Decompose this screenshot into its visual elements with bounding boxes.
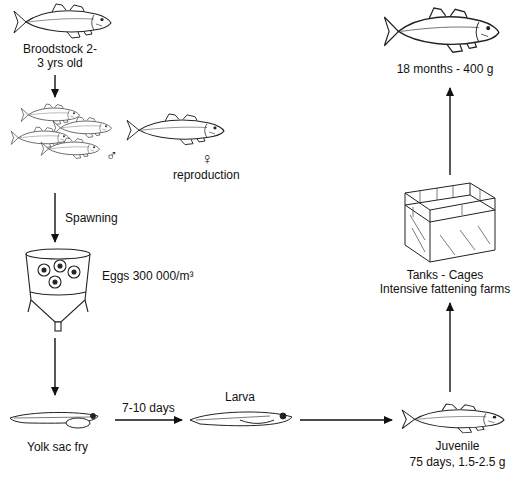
stage-node: ♂ ♀reproduction xyxy=(5,100,245,190)
stage-node: Broodstock 2-3 yrs old xyxy=(5,2,115,72)
stage-label: Intensive fattening farms xyxy=(370,282,520,296)
stage-label: Broodstock 2-3 yrs old xyxy=(20,42,100,70)
stage-node: 18 months - 400 g xyxy=(375,5,517,85)
yolk-sac-fry xyxy=(10,412,98,428)
stage-label: Eggs 300 000/m³ xyxy=(102,269,193,283)
stage-label: 75 days, 1.5-2.5 g xyxy=(395,455,520,469)
flow-arrow xyxy=(449,303,450,392)
stage-node: Tanks - CagesIntensive fattening farms xyxy=(370,178,522,300)
flow-arrow xyxy=(54,75,55,97)
female-fish xyxy=(127,114,224,145)
male-fish xyxy=(41,138,99,158)
arrow-label: 7-10 days xyxy=(120,401,177,415)
broodstock-fish xyxy=(14,4,111,38)
adult-fish xyxy=(384,8,498,52)
flow-arrow xyxy=(115,419,182,420)
stage-label: reproduction xyxy=(173,168,240,182)
flow-arrow xyxy=(449,88,450,175)
sex-symbol: ♀ xyxy=(201,151,213,167)
stage-label: Yolk sac fry xyxy=(5,440,110,454)
stage-label: Larva xyxy=(185,390,295,404)
stage-label: 18 months - 400 g xyxy=(375,62,515,76)
larva xyxy=(190,412,292,426)
fattening-cage xyxy=(405,183,495,262)
male-fish xyxy=(21,104,79,124)
stage-node: Juvenile 75 days, 1.5-2.5 g xyxy=(395,395,522,475)
juvenile-fish xyxy=(402,404,504,433)
stage-node: Yolk sac fry xyxy=(5,398,112,462)
flow-arrow xyxy=(54,338,55,395)
stage-label: Tanks - Cages xyxy=(370,268,520,282)
sex-symbol: ♂ xyxy=(106,148,118,164)
flow-arrow xyxy=(54,193,55,242)
flow-arrow xyxy=(300,419,392,420)
egg-incubator xyxy=(26,249,90,331)
arrow-label: Spawning xyxy=(63,211,120,225)
stage-label: Juvenile xyxy=(395,439,520,453)
stage-node: Eggs 300 000/m³ xyxy=(20,245,196,335)
stage-node: Larva xyxy=(185,390,297,440)
